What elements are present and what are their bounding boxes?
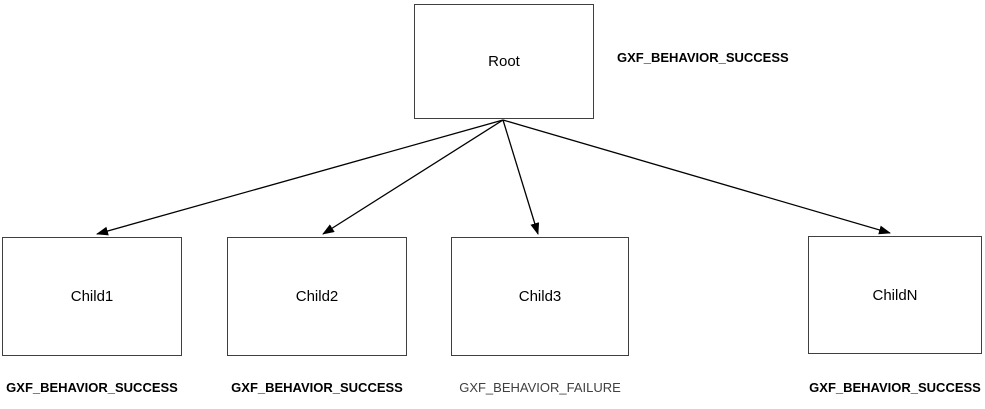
edge-root-child1 bbox=[96, 119, 504, 236]
edge-root-child2 bbox=[322, 119, 504, 235]
node-child3-label: Child3 bbox=[518, 288, 562, 305]
edge-root-childN bbox=[502, 119, 891, 235]
child1-status-label: GXF_BEHAVIOR_SUCCESS bbox=[6, 380, 178, 395]
node-childN: ChildN bbox=[808, 236, 982, 354]
node-child1: Child1 bbox=[2, 237, 182, 356]
node-childN-label: ChildN bbox=[872, 286, 918, 304]
node-root-label: Root bbox=[488, 53, 520, 70]
node-child2: Child2 bbox=[227, 237, 407, 356]
edge-root-child3 bbox=[502, 119, 540, 235]
node-child2-label: Child2 bbox=[295, 288, 339, 305]
node-root: Root bbox=[414, 4, 594, 119]
node-child3: Child3 bbox=[451, 237, 629, 356]
node-child1-label: Child1 bbox=[70, 288, 114, 305]
childN-status-label: GXF_BEHAVIOR_SUCCESS bbox=[809, 380, 981, 395]
child3-status-label: GXF_BEHAVIOR_FAILURE bbox=[459, 380, 621, 395]
root-status-label: GXF_BEHAVIOR_SUCCESS bbox=[617, 50, 789, 65]
child2-status-label: GXF_BEHAVIOR_SUCCESS bbox=[231, 380, 403, 395]
